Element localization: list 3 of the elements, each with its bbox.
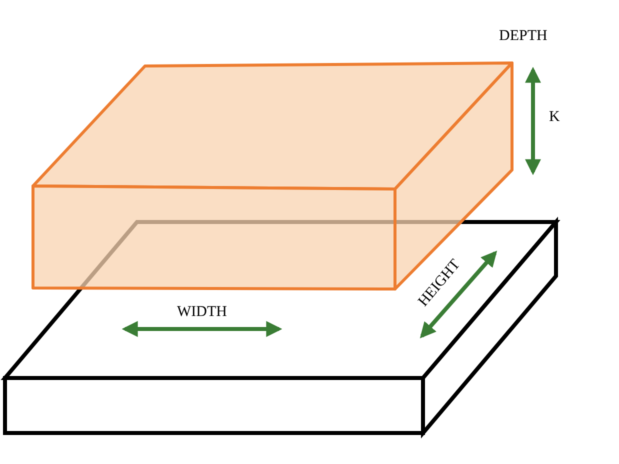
- dimension-label: DEPTH: [499, 29, 548, 44]
- dimension-label: WIDTH: [177, 305, 227, 320]
- dimension-label: K: [549, 110, 560, 125]
